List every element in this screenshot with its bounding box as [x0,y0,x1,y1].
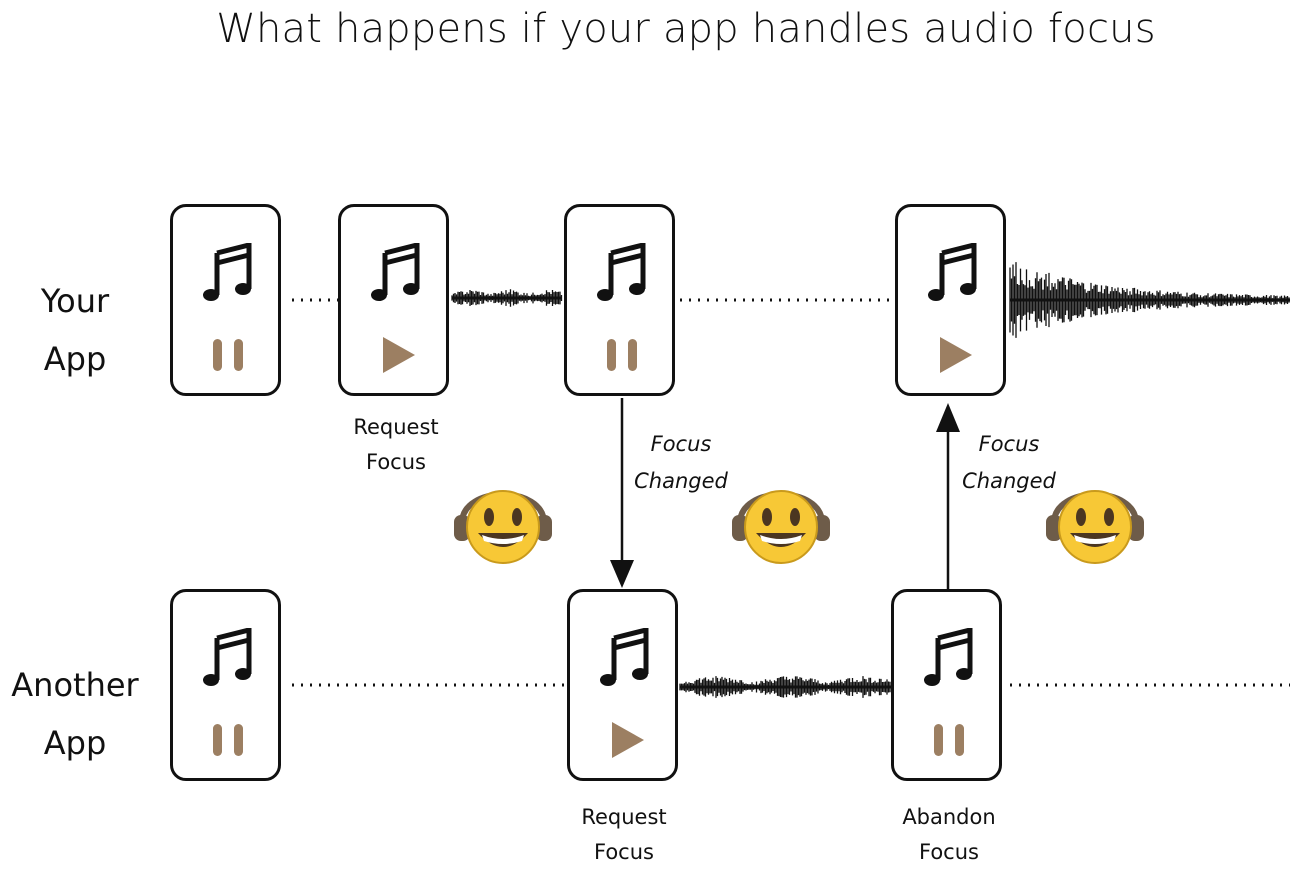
play-icon [606,722,646,758]
music-note-icon [928,241,980,303]
row-label-your-app: Your App [40,282,110,378]
music-note-icon [600,626,652,688]
diagram-title: What happens if your app handles audio f… [216,6,1156,52]
pause-icon [209,722,249,758]
phone-another-app-initial [170,589,281,781]
waveform [679,676,891,698]
row-label-another-app: Another App [11,666,139,762]
smiley-headphones-icon [452,471,554,567]
music-note-icon [597,241,649,303]
music-note-icon [203,241,255,303]
caption-another-request-focus: Request Focus [581,805,667,864]
play-icon [377,337,417,373]
smiley-headphones-icon [1044,471,1146,567]
caption-focus-changed: Focus Changed [962,432,1056,493]
caption-your-request-focus: Request Focus [353,415,439,474]
phone-your-app-request [338,204,449,396]
pause-icon [603,337,643,373]
pause-icon [930,722,970,758]
phone-your-app-initial [170,204,281,396]
music-note-icon [924,626,976,688]
phone-your-app-focus-lost [564,204,675,396]
arrowhead [610,560,634,588]
caption-focus-changed: Focus Changed [634,432,728,493]
music-note-icon [371,241,423,303]
play-icon [934,337,974,373]
phone-another-app-abandon [891,589,1002,781]
smiley-headphones-icon [730,471,832,567]
waveform [1009,262,1290,338]
phone-another-app-request [567,589,678,781]
phone-your-app-focus-regained [895,204,1006,396]
pause-icon [209,337,249,373]
arrowhead [936,403,960,432]
caption-abandon-focus: Abandon Focus [902,805,996,864]
music-note-icon [203,626,255,688]
waveform [451,289,563,307]
